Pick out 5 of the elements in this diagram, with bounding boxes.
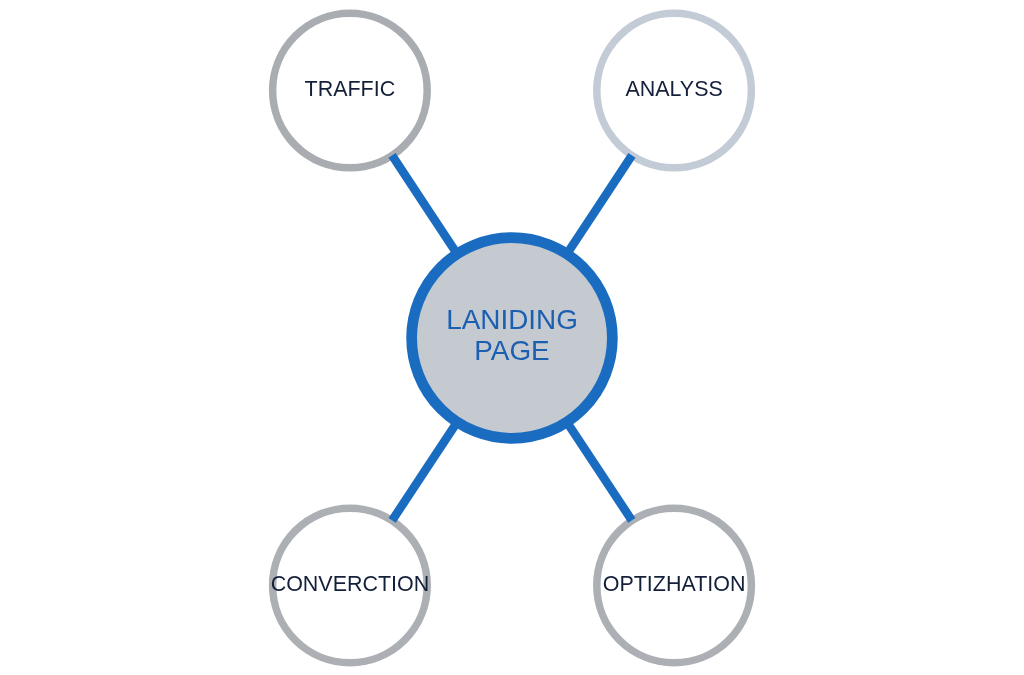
node-circle: TRAFFIC bbox=[268, 9, 431, 172]
node-circle: LANIDING PAGE bbox=[406, 231, 618, 444]
node-circle: ANALYSS bbox=[593, 9, 756, 172]
node-circle: CONVERCTION bbox=[268, 503, 431, 666]
node-circle: OPTIZHATION bbox=[593, 503, 756, 666]
